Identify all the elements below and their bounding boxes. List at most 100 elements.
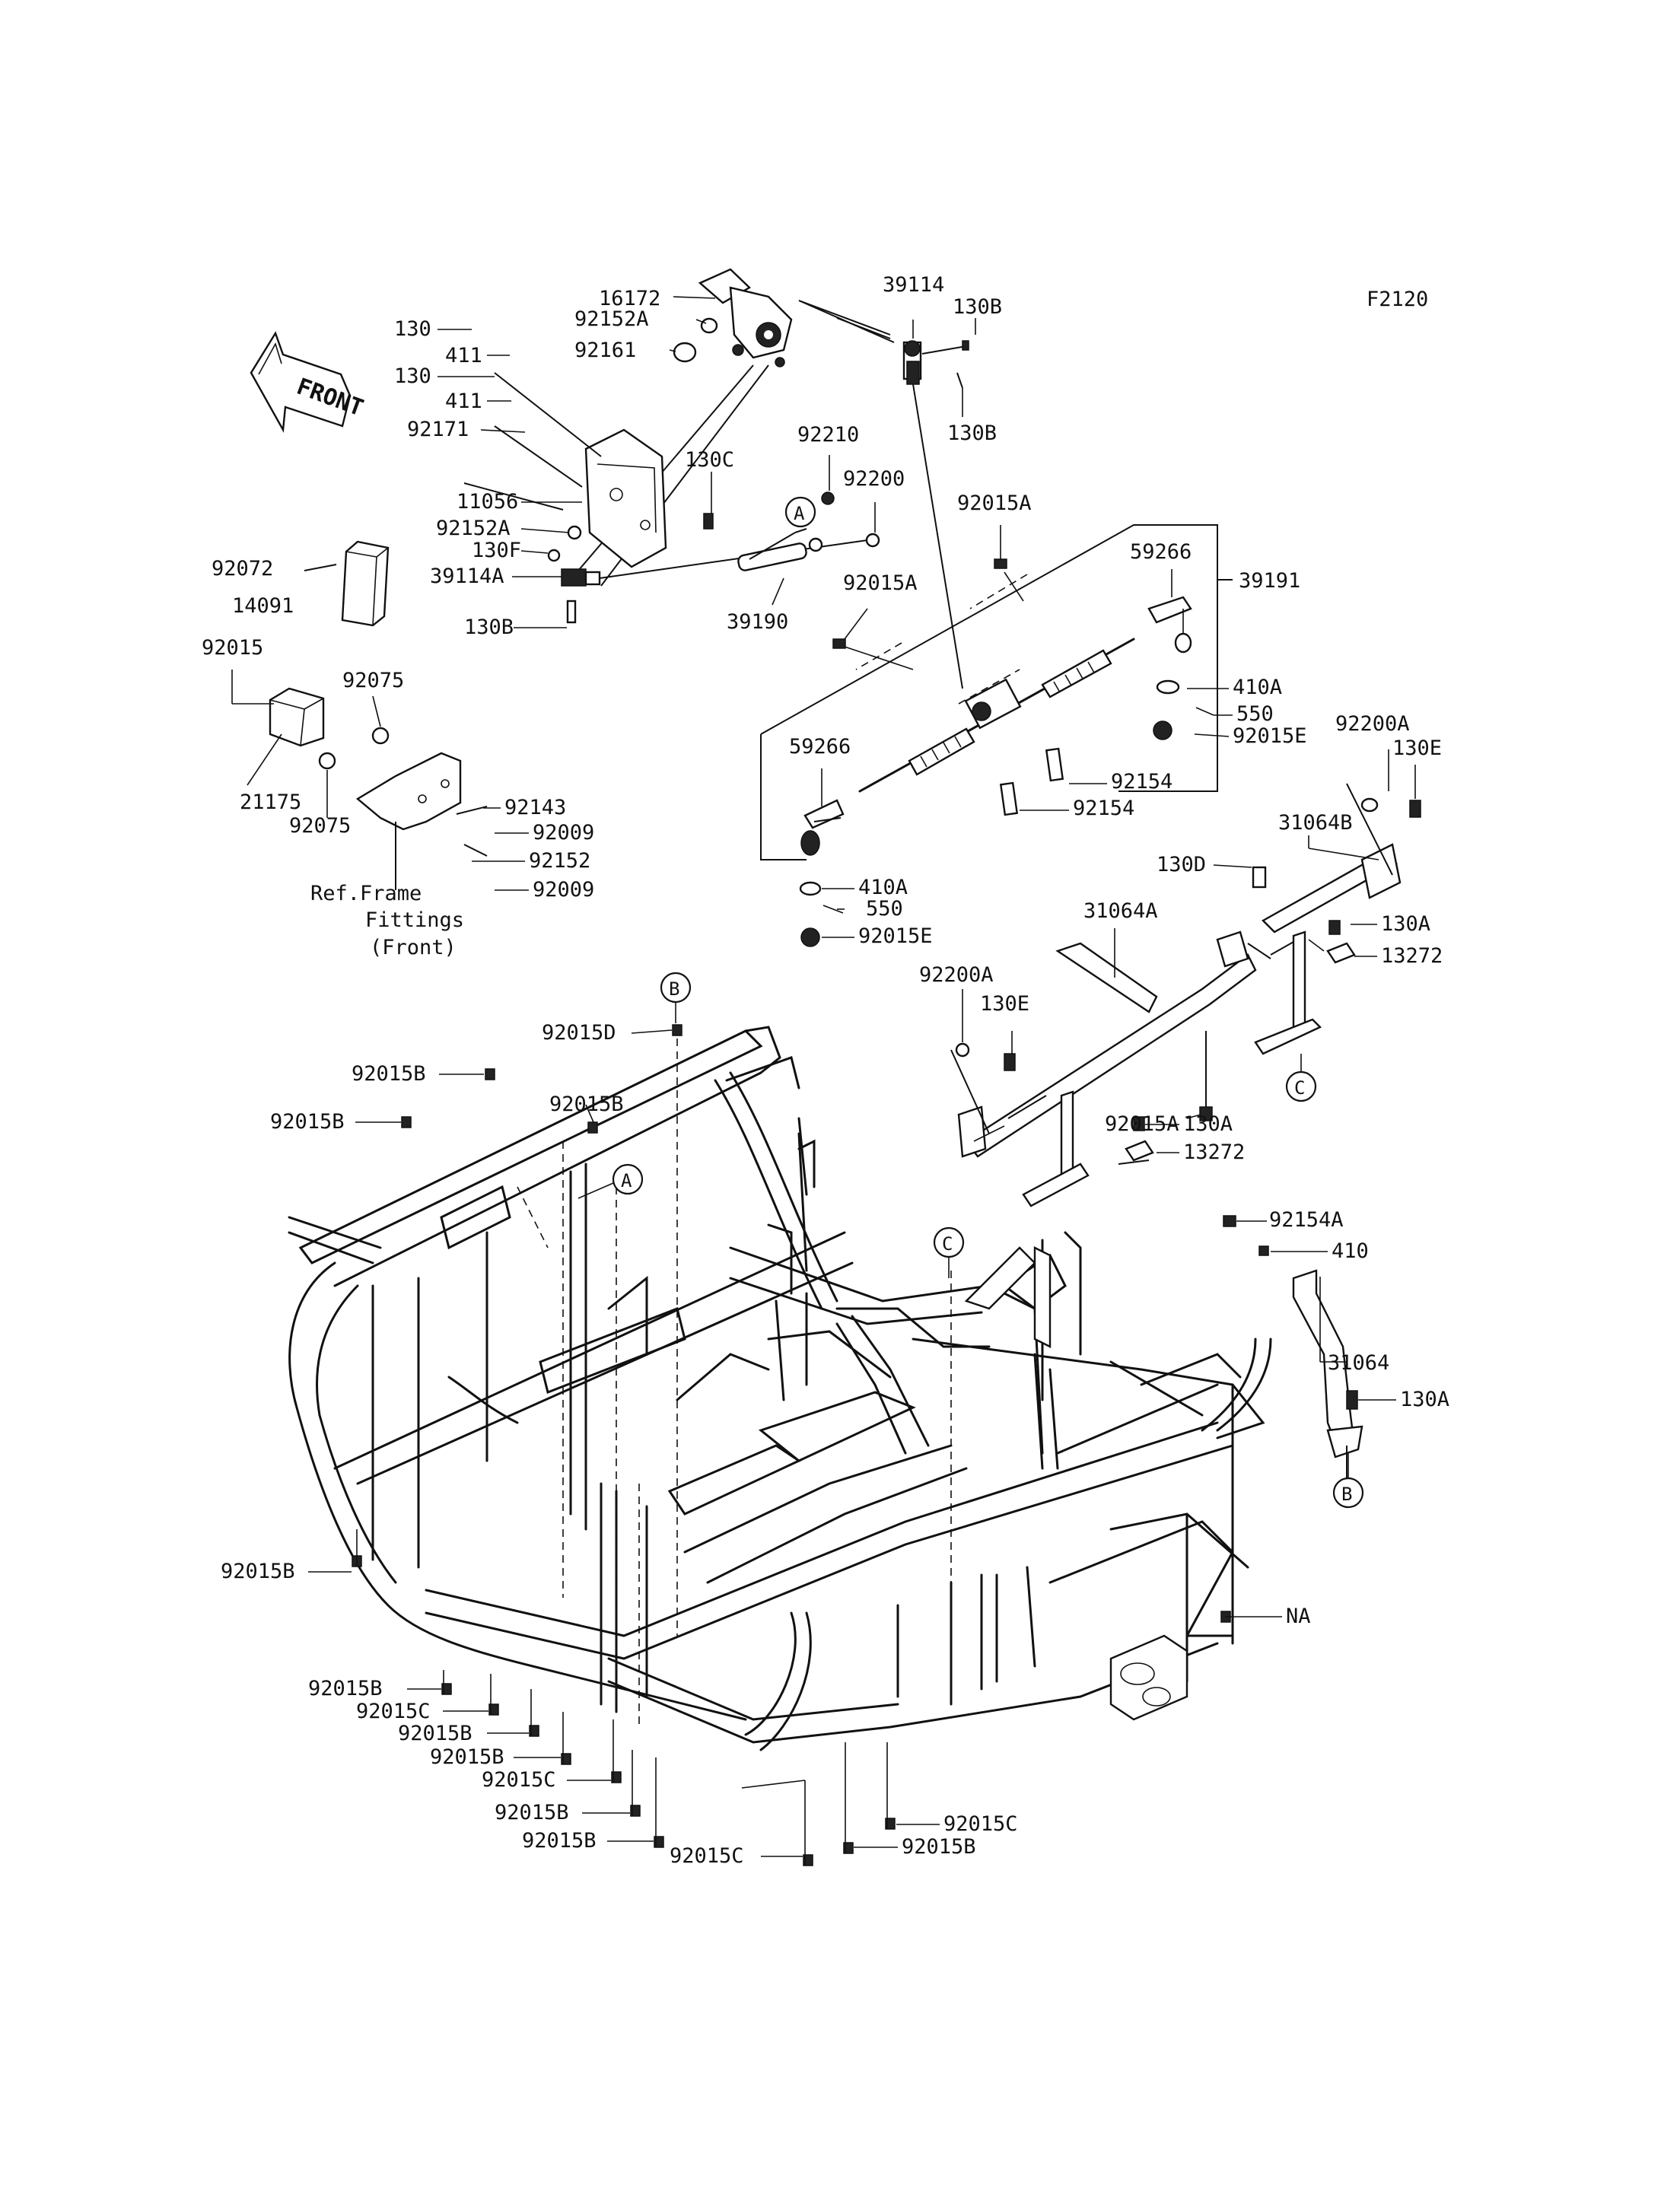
callout-92154A: 92154A	[1269, 1208, 1344, 1232]
ref-note-line2: Fittings	[365, 908, 464, 932]
callout-92075-2: 92075	[289, 814, 351, 838]
callout-92171: 92171	[407, 418, 469, 441]
callout-92075-1: 92075	[342, 669, 404, 692]
callout-92015C-4: 92015C	[943, 1812, 1018, 1836]
callout-31064A: 31064A	[1083, 899, 1158, 923]
ref-marker-B1: B	[660, 972, 692, 1004]
callout-130E-1: 130E	[1392, 736, 1442, 760]
callout-130A-3: 130A	[1400, 1388, 1449, 1411]
callout-16172: 16172	[599, 287, 660, 310]
subframe-31064B	[1254, 843, 1402, 1055]
ref-marker-B2: B	[1332, 1477, 1364, 1509]
callout-21175: 21175	[240, 790, 301, 814]
damper-39190	[737, 491, 880, 571]
callout-130-2: 130	[394, 364, 431, 388]
ref-marker-A1: A	[784, 496, 816, 528]
callout-411-1: 411	[445, 344, 482, 367]
ref-marker-A2: A	[612, 1163, 644, 1195]
callout-92015C-3: 92015C	[670, 1844, 744, 1868]
callout-92015E-2: 92015E	[858, 924, 933, 948]
callout-130B-3: 130B	[464, 616, 514, 639]
callout-92015C-2: 92015C	[482, 1768, 556, 1792]
callout-39114: 39114	[883, 273, 944, 297]
callout-92015B-8: 92015B	[495, 1801, 569, 1824]
callout-92015A-1: 92015A	[957, 491, 1032, 515]
callout-92009-1: 92009	[533, 821, 594, 845]
callout-92072: 92072	[212, 557, 273, 581]
callout-92210: 92210	[797, 423, 859, 447]
callout-92200: 92200	[843, 467, 905, 491]
callout-92015C-1: 92015C	[356, 1700, 431, 1723]
callout-130C: 130C	[685, 448, 734, 472]
svg-text:C: C	[942, 1233, 953, 1255]
frame-bolts	[352, 1024, 1231, 1866]
callout-92161: 92161	[574, 339, 636, 362]
callout-410: 410	[1332, 1239, 1369, 1263]
callout-92154-2: 92154	[1073, 797, 1134, 820]
callout-92154-1: 92154	[1111, 770, 1172, 794]
callout-59266-2: 59266	[789, 735, 851, 759]
callout-14091: 14091	[232, 594, 294, 618]
callout-39190: 39190	[727, 610, 788, 634]
callout-92143: 92143	[504, 796, 566, 819]
callout-92200A-2: 92200A	[919, 963, 994, 987]
callout-130A-1: 130A	[1381, 912, 1430, 936]
main-frame	[288, 1026, 1272, 1751]
brace-31064	[1292, 1269, 1363, 1458]
callout-92015: 92015	[202, 636, 263, 660]
bracket-11056	[584, 428, 667, 568]
svg-text:A: A	[621, 1170, 632, 1191]
callout-130E-2: 130E	[980, 992, 1029, 1016]
power-steering-unit-16172	[698, 268, 793, 367]
callout-NA: NA	[1286, 1605, 1311, 1628]
callout-410A-2: 410A	[858, 876, 908, 899]
callout-550-2: 550	[866, 897, 903, 921]
svg-text:B: B	[1341, 1484, 1352, 1505]
callout-130B-2: 130B	[947, 421, 997, 445]
callout-31064B: 31064B	[1278, 811, 1353, 835]
callout-130-1: 130	[394, 317, 431, 341]
callout-411-2: 411	[445, 390, 482, 413]
callout-92015B-3: 92015B	[270, 1110, 345, 1134]
relay-21175	[269, 687, 325, 747]
callout-92200A-1: 92200A	[1335, 712, 1410, 736]
ref-note-line3: (Front)	[370, 936, 457, 959]
frame-fittings-bracket	[355, 752, 462, 831]
callout-92152: 92152	[529, 849, 590, 873]
callout-130B-1: 130B	[953, 295, 1002, 319]
callout-31064: 31064	[1328, 1351, 1389, 1375]
svg-text:A: A	[794, 503, 805, 524]
ref-note-line1: Ref.Frame	[310, 882, 422, 905]
callout-130A-2: 130A	[1183, 1112, 1233, 1136]
callout-92015B-10: 92015B	[902, 1835, 976, 1859]
callout-92015D: 92015D	[542, 1021, 616, 1045]
callout-59266-1: 59266	[1130, 540, 1192, 564]
coupler-39114	[902, 340, 922, 385]
callout-92015A-2: 92015A	[843, 571, 918, 595]
subframe-31064A	[957, 930, 1257, 1207]
ecu-14091	[341, 540, 390, 627]
callout-92015B-1: 92015B	[352, 1062, 426, 1086]
figure-code: F2120	[1367, 288, 1428, 311]
callout-92015B-2: 92015B	[549, 1093, 624, 1116]
callout-11056: 11056	[457, 490, 518, 514]
callout-550-1: 550	[1236, 702, 1274, 726]
callout-92009-2: 92009	[533, 878, 594, 902]
callout-92152A-2: 92152A	[436, 517, 511, 540]
callout-92015A-3: 92015A	[1105, 1112, 1179, 1136]
callout-92152A-1: 92152A	[574, 307, 649, 331]
svg-text:C: C	[1294, 1077, 1305, 1099]
callout-92015B-7: 92015B	[430, 1745, 504, 1769]
callout-92015B-4: 92015B	[221, 1560, 295, 1583]
callout-92015E-1: 92015E	[1233, 724, 1307, 748]
front-arrow-icon: FRONT	[250, 331, 367, 433]
callout-410A-1: 410A	[1233, 676, 1282, 699]
callout-39191: 39191	[1239, 569, 1300, 593]
leader-lines	[231, 296, 1416, 1857]
callout-13272-2: 13272	[1183, 1140, 1245, 1164]
callout-92015B-9: 92015B	[522, 1829, 597, 1853]
svg-text:B: B	[669, 978, 679, 1000]
ref-marker-C2: C	[933, 1226, 965, 1258]
callout-13272-1: 13272	[1381, 944, 1443, 968]
